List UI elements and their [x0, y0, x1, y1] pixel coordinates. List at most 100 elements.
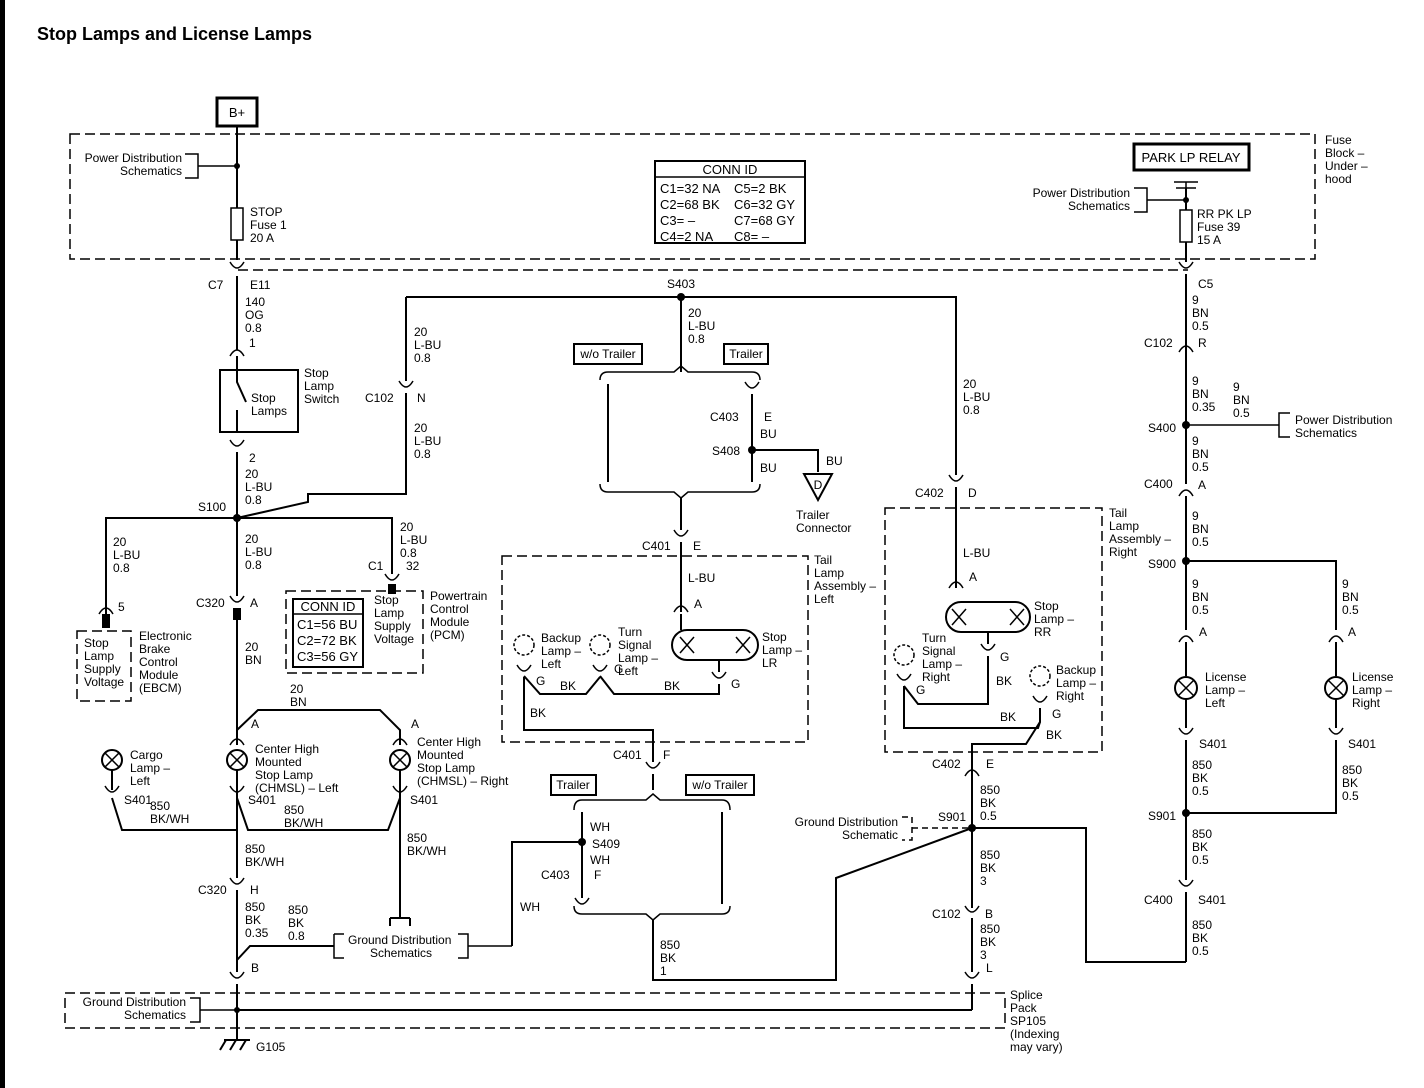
component-label: Lamp –: [922, 657, 962, 671]
connector-label: C320: [198, 883, 227, 897]
wire-label: BU: [826, 454, 843, 468]
wire-label: 1: [660, 964, 667, 978]
component-label: Assembly –: [814, 579, 876, 593]
connector-label: 5: [118, 600, 125, 614]
trailer-connector-icon: [802, 473, 834, 503]
connector-pin: [98, 607, 114, 615]
connector-label: S401: [1199, 737, 1227, 751]
component-label: Assembly –: [1109, 532, 1171, 546]
option-label: w/o Trailer: [691, 778, 747, 792]
wire-label: 0.5: [1342, 603, 1359, 617]
wire-label: BK: [1192, 840, 1208, 854]
park-lp-relay-label: PARK LP RELAY: [1142, 150, 1241, 165]
wire-label: BK: [1192, 771, 1208, 785]
connector-label: A: [1198, 478, 1206, 492]
wire-label: 850: [980, 848, 1000, 862]
component-label: Mounted: [255, 755, 302, 769]
bulb-filament-icon: [1327, 679, 1345, 697]
component-label: Lamp –: [618, 651, 658, 665]
wire-label: 850: [1342, 763, 1362, 777]
connector-label: S401: [248, 793, 276, 807]
connector-label: E: [986, 757, 994, 771]
connector-label: A: [251, 717, 259, 731]
trailer-connector-pin: D: [814, 478, 823, 492]
connector-label: C403: [710, 410, 739, 424]
connector-pin: [104, 785, 120, 793]
connector-label: C402: [932, 757, 961, 771]
wire-label: 850: [1192, 918, 1212, 932]
wire-label: G: [614, 662, 623, 676]
connector-pin: [384, 573, 400, 581]
wire-label: L-BU: [113, 548, 140, 562]
trailer-option-box: [550, 774, 597, 796]
fuse-block-label: Under –: [1325, 159, 1368, 173]
wire-label: 0.5: [1342, 789, 1359, 803]
component-label: (CHMSL) – Right: [417, 774, 509, 788]
stop-lamp-switch-box: [219, 369, 299, 433]
wire: [237, 517, 393, 574]
wire-label: L-BU: [963, 390, 990, 404]
connector-label: C400: [1144, 477, 1173, 491]
component-label: Lamp: [814, 566, 844, 580]
wire-label: 20: [400, 520, 414, 534]
option-brace: [599, 365, 761, 381]
connector-pin: [1178, 635, 1194, 643]
component-label: Lamp –: [1056, 676, 1096, 690]
wire-label: 0.8: [414, 447, 431, 461]
ground-ref-bracket: [458, 933, 512, 959]
connector-label: S401: [410, 793, 438, 807]
connector-pin: [516, 664, 532, 672]
connector-label: H: [250, 883, 259, 897]
component-label: Signal: [618, 638, 651, 652]
component-label: Tail: [1109, 506, 1127, 520]
component-label: (PCM): [430, 628, 465, 642]
wire-label: L-BU: [688, 319, 715, 333]
wire-label: 850: [1192, 758, 1212, 772]
component-label: Lamps: [251, 404, 287, 418]
component-label: Right: [1109, 545, 1138, 559]
component-label: Splice: [1010, 988, 1043, 1002]
splice-label: S901: [938, 810, 966, 824]
terminal-pin: [233, 608, 241, 620]
connector-c102: [398, 380, 414, 388]
connector-label: 32: [406, 559, 420, 573]
component-label: License: [1352, 670, 1394, 684]
component-label: Stop Lamp: [255, 768, 313, 782]
connector-label: 1: [249, 336, 256, 350]
connector-pin: [229, 971, 245, 979]
power-dist-ref: Power Distribution: [85, 151, 182, 165]
ground-dist-ref: Schematics: [124, 1008, 186, 1022]
connector-label: E: [764, 410, 772, 424]
connector-label: 2: [249, 451, 256, 465]
option-brace: [573, 793, 731, 811]
connector-pin: [392, 738, 408, 746]
wire-label: BK/WH: [284, 816, 323, 830]
component-label: Mounted: [417, 748, 464, 762]
wire-label: BK: [660, 951, 676, 965]
component-label: LR: [762, 656, 778, 670]
wire-label: OG: [245, 308, 264, 322]
conn-id-cell: C2=72 BK: [297, 633, 357, 648]
wire-label: 0.8: [245, 493, 262, 507]
backup-lamp-right-icon: [1029, 665, 1051, 687]
connector-pin: [1178, 727, 1194, 735]
component-label: Center High: [417, 735, 481, 749]
ground-dist-ref: Schematics: [370, 946, 432, 960]
connector-pin: [964, 971, 980, 979]
wire-label: BU: [760, 427, 777, 441]
turn-signal-lamp-right-icon: [893, 644, 915, 666]
fuse-label: 15 A: [1197, 233, 1221, 247]
wire-label: G: [1052, 707, 1061, 721]
fuse-label: RR PK LP: [1197, 207, 1252, 221]
wire-label: 0.5: [1192, 319, 1209, 333]
tail-lamp-right-boundary: [884, 507, 1103, 753]
wire-label: 850: [1192, 827, 1212, 841]
wire-label: 0.8: [963, 403, 980, 417]
wire-label: BN: [290, 695, 307, 709]
ground-ref-bracket: [333, 933, 344, 959]
conn-id-cell: C6=32 GY: [734, 197, 795, 212]
connector-label: A: [411, 717, 419, 731]
connector-c401: [673, 529, 689, 537]
wire-label: 850: [284, 803, 304, 817]
wire-label: 140: [245, 295, 265, 309]
